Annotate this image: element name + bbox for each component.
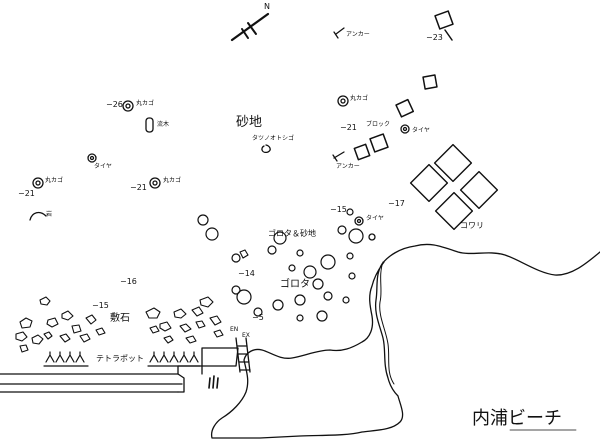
tetrapod-row-right xyxy=(147,351,201,367)
divers-icon xyxy=(208,375,219,389)
label-driftwood: 流木 xyxy=(157,121,170,128)
depth-label: −21 xyxy=(340,123,357,132)
label-exit: EX xyxy=(242,332,250,339)
label-round-cage-nw: 丸カゴ xyxy=(136,100,155,107)
entry-ladder-icon xyxy=(235,337,251,373)
depth-label: −21 xyxy=(130,183,147,192)
label-round-cage-center: 丸カゴ xyxy=(163,177,182,184)
depth-label: −15 xyxy=(92,301,109,310)
label-tire-ne: タイヤ xyxy=(412,127,430,134)
label-kowari: コワリ xyxy=(460,221,484,230)
label-anchor-mid: アンカー xyxy=(336,163,360,170)
map-title: 内浦ビーチ xyxy=(472,408,562,429)
label-tire-w: タイヤ xyxy=(94,163,112,170)
label-paving-stones: 敷石 xyxy=(110,313,130,324)
kowari-blocks xyxy=(409,143,499,231)
label-block: ブロック xyxy=(366,121,391,128)
depth-label: −23 xyxy=(426,33,443,42)
tetrapod-row-left xyxy=(43,351,89,367)
label-sand-top: 砂地 xyxy=(236,115,263,130)
compass-arrow-icon xyxy=(230,12,270,42)
label-gorota: ゴロタ xyxy=(280,279,310,290)
block-icons xyxy=(353,10,454,161)
paving-stones xyxy=(15,249,249,353)
label-tetrapod: テトラポット xyxy=(96,354,144,363)
label-gorota-sand: ゴロタ＆砂地 xyxy=(268,229,316,238)
tire-icon xyxy=(87,124,410,241)
boulder-icons xyxy=(197,208,364,322)
label-round-cage-ne: 丸カゴ xyxy=(350,95,369,102)
label-seahorse: タツノオトシゴ xyxy=(252,135,295,142)
label-tire-e: タイヤ xyxy=(366,215,384,222)
coastline xyxy=(210,243,600,439)
depth-label: −5 xyxy=(252,313,264,322)
label-entry: EN xyxy=(230,326,239,333)
round-cage-icon xyxy=(32,95,349,189)
breakwater xyxy=(0,347,239,393)
depth-label: −17 xyxy=(388,199,405,208)
depth-label: −15 xyxy=(330,205,347,214)
coast-inner xyxy=(379,261,395,385)
label-anchor-top: アンカー xyxy=(346,31,370,38)
depth-label: −26 xyxy=(106,100,123,109)
rock-icon xyxy=(29,211,47,221)
compass-north-label: N xyxy=(264,2,270,11)
seahorse-icon xyxy=(261,144,271,154)
depth-label: −14 xyxy=(238,269,255,278)
anchor-icon xyxy=(332,27,345,162)
label-round-cage-w: 丸カゴ xyxy=(45,177,64,184)
driftwood-icon xyxy=(145,117,154,133)
label-rock: 岩 xyxy=(46,211,53,218)
depth-label: −16 xyxy=(120,277,137,286)
depth-label: −21 xyxy=(18,189,35,198)
